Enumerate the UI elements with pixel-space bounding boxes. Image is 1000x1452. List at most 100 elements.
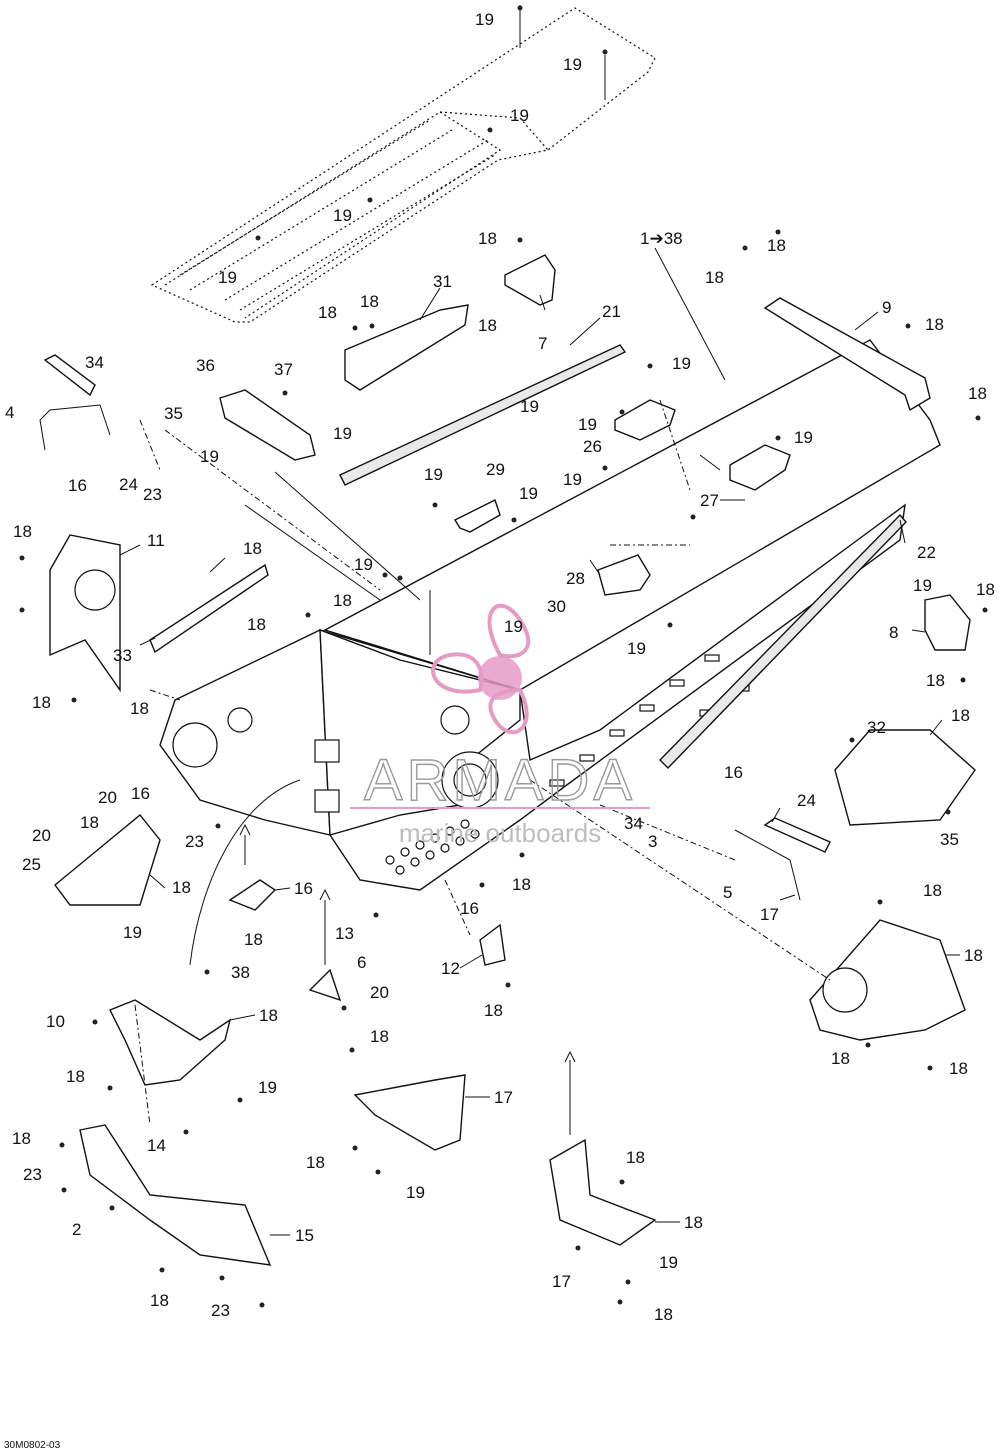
screw-18 — [373, 912, 379, 918]
callout-label: 19 — [563, 470, 582, 489]
bracket-29 — [453, 499, 501, 533]
callout-labels: 19 19 19 19 19 18 1➔38 18 18 31 18 18 18… — [5, 10, 995, 1324]
callout-label: 18 — [306, 1153, 325, 1172]
callout-label: 18 — [512, 875, 531, 894]
callout-label: 18 — [626, 1148, 645, 1167]
screw-19 — [690, 514, 696, 520]
callout-label: 19 — [672, 354, 691, 373]
screw-18 — [219, 1275, 225, 1281]
screw-18 — [505, 982, 511, 988]
callout-label: 18 — [767, 236, 786, 255]
callout-label: 19 — [520, 397, 539, 416]
bracket-6 — [479, 923, 506, 966]
screw-19 — [255, 235, 261, 241]
callout-label: 27 — [700, 491, 719, 510]
callout-label: 19 — [406, 1183, 425, 1202]
screw-18 — [215, 823, 221, 829]
callout-label: 12 — [441, 959, 460, 978]
screw-17 — [59, 1142, 65, 1148]
callout-label: 16 — [131, 784, 150, 803]
tunnel-cover-dotted — [150, 7, 656, 323]
callout-label: 19 — [504, 617, 523, 636]
callout-label: 19 — [200, 447, 219, 466]
callout-label: 25 — [22, 855, 41, 874]
callout-label: 6 — [357, 953, 366, 972]
callout-label: 31 — [433, 272, 452, 291]
screw-37 — [282, 390, 288, 396]
screw-18 — [975, 415, 981, 421]
screw-18 — [61, 1187, 67, 1193]
callout-label: 18 — [976, 580, 995, 599]
bracket-30 — [597, 554, 651, 596]
callout-label: 19 — [333, 424, 352, 443]
callout-label: 19 — [123, 923, 142, 942]
callout-label: 18 — [80, 813, 99, 832]
callout-label: 18 — [32, 693, 51, 712]
screw-16 — [479, 882, 485, 888]
callout-label: 8 — [889, 623, 898, 642]
screw-19 — [647, 363, 653, 369]
screw-18 — [305, 612, 311, 618]
bracket-32 — [834, 729, 976, 826]
plate-9 — [763, 297, 931, 412]
callout-label: 18 — [831, 1049, 850, 1068]
callout-label: 19 — [627, 639, 646, 658]
callout-label: 34 — [85, 353, 104, 372]
screw-18 — [259, 1302, 265, 1308]
callout-label: 21 — [602, 302, 621, 321]
callout-label: 5 — [723, 883, 732, 902]
screw-19 — [511, 517, 517, 523]
screw-18 — [775, 229, 781, 235]
callout-label: 18 — [360, 292, 379, 311]
bracket-14 — [353, 1074, 466, 1151]
screw-18 — [352, 325, 358, 331]
callout-label: 38 — [231, 963, 250, 982]
tube-4 — [39, 404, 111, 451]
callout-label: 30 — [547, 597, 566, 616]
callout-label: 36 — [196, 356, 215, 375]
callout-label: 1➔38 — [640, 229, 683, 248]
bracket-10 — [109, 999, 232, 1086]
callout-label: 10 — [46, 1012, 65, 1031]
screw-19 — [517, 5, 523, 11]
bracket-13 — [228, 879, 277, 911]
screw-19 — [367, 197, 373, 203]
callout-label: 29 — [486, 460, 505, 479]
screw-19 — [575, 1245, 581, 1251]
callout-label: 18 — [244, 930, 263, 949]
callout-label: 18 — [247, 615, 266, 634]
callout-label: 11 — [147, 531, 165, 550]
callout-label: 18 — [333, 591, 352, 610]
screw-19 — [619, 1179, 625, 1185]
callout-label: 19 — [913, 576, 932, 595]
tube-5 — [734, 829, 801, 901]
screw-23 — [352, 1145, 358, 1151]
callout-label: 18 — [12, 1129, 31, 1148]
callout-label: 18 — [13, 522, 32, 541]
screw-18 — [849, 737, 855, 743]
front-floor-holes — [385, 819, 480, 875]
screw-18 — [19, 555, 25, 561]
callout-label: 4 — [5, 403, 14, 422]
callout-label: 18 — [66, 1067, 85, 1086]
callout-label: 16 — [460, 899, 479, 918]
callout-label: 18 — [318, 303, 337, 322]
screw-19 — [397, 575, 403, 581]
callout-label: 16 — [724, 763, 743, 782]
callout-label: 24 — [797, 791, 816, 810]
callout-label: 19 — [794, 428, 813, 447]
screw-18 — [92, 1019, 98, 1025]
callout-label: 33 — [113, 646, 132, 665]
screw-18 — [927, 1065, 933, 1071]
callout-label: 18 — [705, 268, 724, 287]
callout-label: 9 — [882, 298, 891, 317]
callout-label: 19 — [258, 1078, 277, 1097]
bracket-7 — [504, 254, 556, 306]
callout-label: 28 — [566, 569, 585, 588]
watermark-brand: ARMADA — [364, 748, 636, 813]
callout-label: 23 — [185, 832, 204, 851]
screw-19 — [667, 622, 673, 628]
callout-label: 19 — [563, 55, 582, 74]
callout-label: 37 — [274, 360, 293, 379]
callout-label: 13 — [335, 924, 354, 943]
